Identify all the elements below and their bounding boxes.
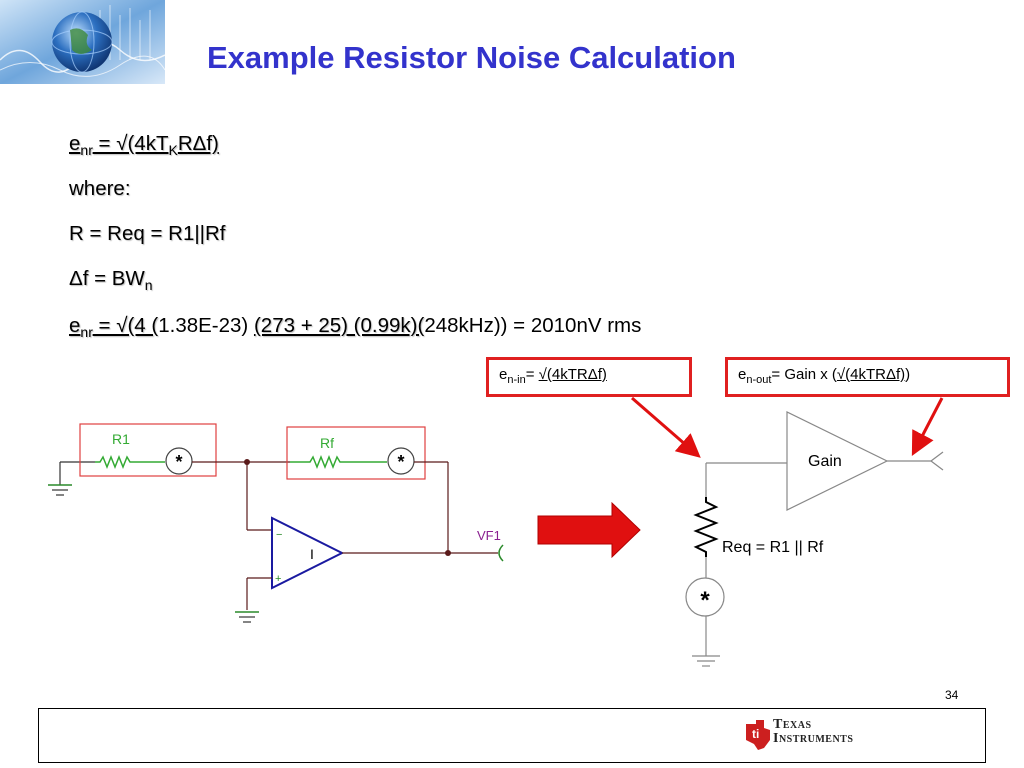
callout-arrow-in <box>631 396 701 458</box>
callout-en-in: en-in= √(4kTRΔf) <box>486 357 692 397</box>
r1-label: R1 <box>112 431 130 447</box>
req-label: Req = R1 || Rf <box>722 539 824 556</box>
equation-req: R = Req = R1||Rf <box>69 222 226 245</box>
ground-symbol-left <box>48 462 72 496</box>
r1-noise-source <box>165 447 193 475</box>
opamp-left <box>271 516 345 590</box>
req-resistor <box>693 497 719 557</box>
equation-enr-numeric: enr = √(4 (1.38E-23) (273 + 25) (0.99k)(… <box>69 314 642 341</box>
rf-highlight-box <box>286 426 426 480</box>
globe-logo <box>0 0 165 84</box>
brand-name: Texas Instruments <box>773 717 854 746</box>
ground-symbol-opamp <box>235 611 259 623</box>
ground-symbol-right <box>692 655 720 667</box>
gain-amplifier <box>786 411 889 511</box>
r1-highlight-box <box>79 423 217 477</box>
gain-label: Gain <box>808 453 842 470</box>
req-noise-star: * <box>700 587 710 614</box>
opamp-label: I <box>310 546 314 562</box>
equation-where: where: <box>69 177 131 200</box>
vf1-label: VF1 <box>477 528 501 543</box>
rf-noise-source <box>387 447 415 475</box>
callout-en-out: en-out= Gain x (√(4kTRΔf)) <box>725 357 1010 397</box>
rf-resistor <box>305 454 348 470</box>
texas-instruments-logo-icon: ti <box>746 720 770 750</box>
page-number: 34 <box>945 688 959 702</box>
opamp-plus: + <box>275 573 281 585</box>
req-noise-source <box>685 577 725 617</box>
equation-bandwidth: Δf = BWn <box>69 267 153 294</box>
callout-arrow-out <box>911 397 944 456</box>
opamp-minus: − <box>276 529 282 541</box>
r1-noise-star: * <box>175 452 182 472</box>
svg-text:ti: ti <box>752 727 759 741</box>
transform-arrow <box>537 501 641 559</box>
equation-enr-formula: enr = √(4kTKRΔf) <box>69 132 219 159</box>
rf-noise-star: * <box>397 452 404 472</box>
slide-title: Example Resistor Noise Calculation <box>207 40 736 75</box>
footer-bar <box>38 708 986 763</box>
rf-label: Rf <box>320 435 334 451</box>
r1-resistor <box>95 454 138 470</box>
